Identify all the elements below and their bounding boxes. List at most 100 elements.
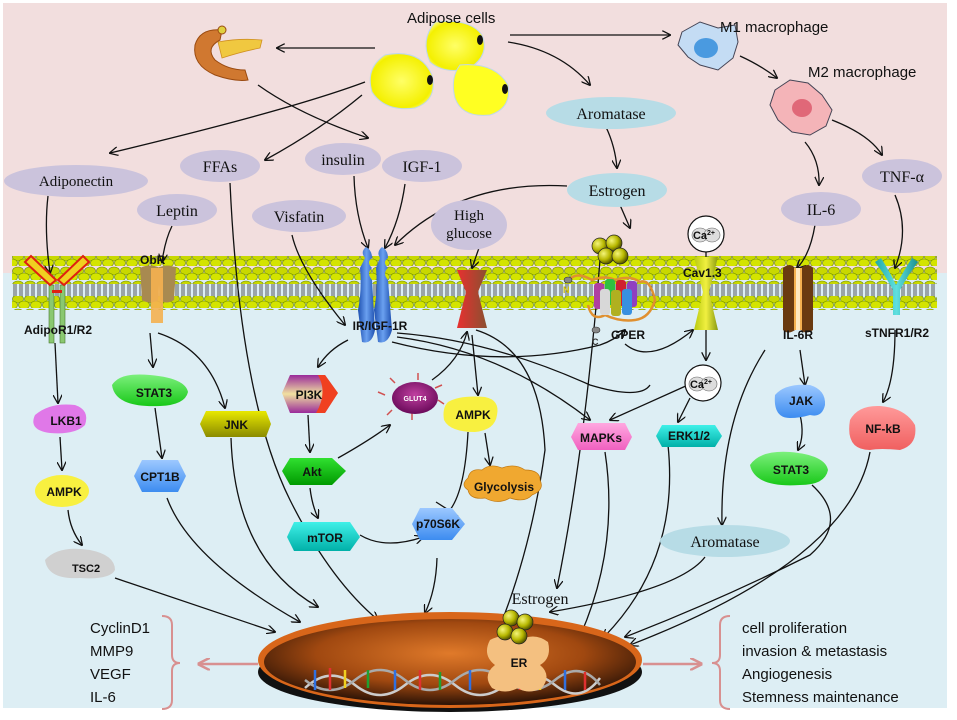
arrow-stat3-to-cpt1b (154, 407, 162, 458)
arrow-glut4-to-glucose-channel (431, 332, 467, 381)
gper-receptor-icon (563, 274, 657, 334)
arrow-adipor-to-lkb1 (55, 342, 58, 403)
output-left-bracket (161, 615, 181, 710)
il6r-receptor-icon (783, 265, 813, 333)
arrow-visfatin-to-ir (291, 234, 345, 325)
ir-igf1r-receptor-icon (358, 247, 392, 343)
arrow-aromatase-to-nucleus-estrogen (550, 556, 706, 612)
arrow-mtor-to-p70s6k (359, 534, 423, 543)
arrow-ca-to-erk (678, 397, 691, 422)
arrow-cpt1b-to-nucleus (166, 497, 300, 622)
il6-node (781, 192, 861, 226)
arrow-adiponectin-to-adipor (46, 195, 50, 273)
arrow-leptin-to-obr (162, 225, 173, 262)
arrow-ca-to-mapks (610, 384, 689, 420)
arrow-gper-to-cav13 (624, 330, 693, 353)
arrow-tsc2-to-nucleus (114, 577, 275, 632)
nfkb-node (849, 405, 916, 450)
arrow-ampk-to-tsc2 (67, 509, 82, 545)
arrow-jnk-to-nucleus (230, 437, 318, 607)
arrow-p70s6k-to-nucleus (425, 557, 438, 613)
arrow-erk-to-nucleus (603, 444, 671, 638)
mapks-node (571, 423, 632, 450)
cav13-channel-icon (694, 257, 718, 330)
insulin-node (305, 143, 381, 175)
arrow-m2-to-tnfa (831, 119, 882, 155)
tsc2-node (45, 548, 115, 579)
adipose-cells-icon (369, 20, 510, 116)
arrow-il6-to-il6r (797, 224, 816, 268)
adiponectin-node (4, 165, 148, 197)
leptin-node (137, 194, 217, 226)
arrow-pi3k-to-akt (308, 414, 310, 452)
stnfr-receptor-icon (875, 258, 918, 315)
stat3-right-node (750, 451, 828, 486)
jnk-node (200, 411, 271, 437)
visfatin-node (252, 200, 346, 232)
ampk-mid-node (443, 396, 498, 432)
arrow-m1-to-m2 (739, 55, 777, 78)
arrow-pancreas-to-insulin (257, 84, 368, 138)
ca-inside-icon (684, 364, 722, 402)
ffas-node (180, 150, 260, 182)
arrow-il6r-to-jak (800, 349, 805, 385)
arrow-tnfa-to-stnfr (895, 194, 904, 268)
glycolysis-node (463, 465, 542, 502)
aromatase-inner-node (660, 525, 790, 557)
arrow-obr-to-jnk (157, 332, 225, 408)
arrow-adipose-to-ffas (265, 94, 363, 160)
cpt1b-node (134, 460, 186, 492)
arrow-estrogen-to-gper (619, 204, 630, 228)
arrow-ir-to-gper (391, 330, 625, 358)
arrow-channel-to-nucleus (475, 329, 546, 650)
arrow-il6r-to-aromatase (722, 349, 766, 525)
arrow-adipose-to-adiponectin (110, 81, 366, 153)
adipor-receptor-icon (23, 254, 91, 344)
ca-outside-icon (687, 215, 725, 253)
arrow-ampk-to-glycolysis (485, 432, 490, 465)
arrow-adipose-to-aromatase (507, 41, 590, 85)
arrow-ir-to-mapks (396, 336, 590, 420)
mtor-node (287, 522, 360, 551)
arrow-m2-to-il6 (804, 141, 819, 185)
high-glucose-node (431, 200, 507, 250)
obr-receptor-icon (140, 265, 176, 323)
m1-macrophage-icon (677, 21, 739, 71)
arrow-akt-to-mtor (309, 487, 318, 518)
arrow-stat3-to-nucleus (625, 484, 832, 637)
glut4-node (377, 373, 445, 420)
nucleus (258, 612, 642, 712)
arrow-ffas-to-nucleus (229, 182, 378, 620)
glucose-transporter-icon (457, 270, 487, 328)
inhibit-ampk-p70s6k (449, 431, 469, 511)
p70s6k-node (412, 508, 465, 540)
pancreas-icon (194, 25, 263, 81)
arrow-igf1-to-ir (385, 183, 406, 248)
jak-node (774, 384, 826, 418)
arrow-nfkb-to-nucleus (630, 451, 871, 645)
akt-node (282, 458, 346, 485)
ampk-left-node (35, 475, 89, 507)
estrogen-bound-icon (496, 609, 534, 645)
estrogen-node (567, 173, 667, 207)
output-right-bracket (711, 615, 731, 710)
aromatase-node (546, 97, 676, 129)
arrow-jak-to-stat3 (798, 414, 802, 450)
arrow-ir-to-pi3k (318, 339, 349, 367)
arrow-insulin-to-ir (353, 175, 368, 248)
arrow-stnfr-to-nfkb (883, 329, 896, 402)
arrow-estrogen-to-ir (395, 184, 568, 245)
arrow-mapks-to-nucleus (577, 451, 610, 643)
igf1-node (382, 150, 462, 182)
lkb1-node (33, 404, 87, 434)
stat3-left-node (112, 374, 188, 407)
estrogen-molecule-icon (591, 234, 629, 265)
tnfa-node (862, 159, 942, 193)
pathway-arrows (46, 35, 904, 650)
m2-macrophage-icon (769, 79, 833, 136)
arrow-lkb1-to-ampk (60, 436, 62, 470)
er-receptor-icon (486, 636, 549, 692)
erk-node (656, 425, 722, 447)
arrow-obr-to-stat3 (150, 332, 153, 367)
